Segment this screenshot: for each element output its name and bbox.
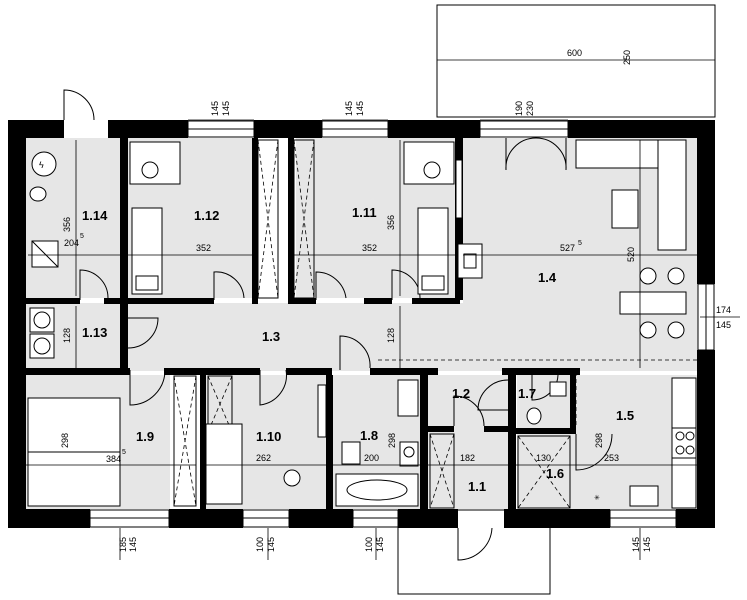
dim-text: 145 xyxy=(355,101,365,116)
dim-text: 100 xyxy=(255,537,265,552)
dim-text: 128 xyxy=(62,328,72,343)
dim-text: 182 xyxy=(460,453,475,463)
room-label-1-7: 1.7 xyxy=(518,386,536,401)
dim-text: 145 xyxy=(221,101,231,116)
dim-text: 128 xyxy=(386,328,396,343)
dim-text: 527 xyxy=(560,243,575,253)
dim-text: 298 xyxy=(60,433,70,448)
svg-text:ϟ: ϟ xyxy=(39,160,44,170)
room-label-1-12: 1.12 xyxy=(194,208,219,223)
dim-text: 145 xyxy=(128,537,138,552)
dim-text: 230 xyxy=(525,101,535,116)
section-lines xyxy=(378,359,698,428)
dim-text: 352 xyxy=(196,243,211,253)
room-label-1-13: 1.13 xyxy=(82,325,107,340)
entrance-step xyxy=(397,509,551,595)
dim-text: 190 xyxy=(514,101,524,116)
dim-text: 262 xyxy=(256,453,271,463)
dim-text: 298 xyxy=(387,433,397,448)
room-label-1-9: 1.9 xyxy=(136,429,154,444)
dim-text: 250 xyxy=(622,50,632,65)
dim-text: 145 xyxy=(375,537,385,552)
dim-text: 600 xyxy=(567,48,582,58)
room-label-1-6: 1.6 xyxy=(546,466,564,481)
furniture: ϟ xyxy=(27,139,697,509)
room-label-1-3: 1.3 xyxy=(262,329,280,344)
dim-text: 100 xyxy=(364,537,374,552)
dim-text: 200 xyxy=(364,453,379,463)
wardrobes xyxy=(173,139,571,509)
svg-text:✳: ✳ xyxy=(594,494,600,502)
dim-text: 145 xyxy=(344,101,354,116)
walls xyxy=(8,120,715,528)
dim-text: 145 xyxy=(631,537,641,552)
dim-text: 352 xyxy=(362,243,377,253)
dimension-lines xyxy=(26,5,740,560)
room-label-1-11: 1.11 xyxy=(352,205,377,220)
room-label-1-14: 1.14 xyxy=(82,208,108,223)
dim-text: 204 xyxy=(64,238,79,248)
dim-text: 5 xyxy=(80,233,84,240)
dim-text: 356 xyxy=(62,217,72,232)
dim-text: 145 xyxy=(716,320,731,330)
dim-text: 253 xyxy=(604,453,619,463)
dim-text: 185 xyxy=(118,537,128,552)
dim-text: 145 xyxy=(642,537,652,552)
dim-text: 130 xyxy=(536,453,551,463)
dim-text: 145 xyxy=(266,537,276,552)
dim-text: 298 xyxy=(594,433,604,448)
dimension-texts: 600 250 145 145 145 145 190 230 356 204 … xyxy=(60,48,731,552)
room-label-1-4: 1.4 xyxy=(538,270,557,285)
dim-text: 520 xyxy=(626,247,636,262)
dim-text: 384 xyxy=(106,454,121,464)
dim-text: 174 xyxy=(716,305,731,315)
room-label-1-8: 1.8 xyxy=(360,428,378,443)
room-label-1-2: 1.2 xyxy=(452,386,470,401)
room-label-1-10: 1.10 xyxy=(256,429,281,444)
terrace xyxy=(436,4,716,118)
room-label-1-1: 1.1 xyxy=(468,479,486,494)
dim-text: 356 xyxy=(386,215,396,230)
dim-text: 145 xyxy=(210,101,220,116)
dim-text: 5 xyxy=(578,240,582,247)
dim-text: 5 xyxy=(122,449,126,456)
windows xyxy=(89,120,715,528)
doors xyxy=(63,89,613,561)
room-labels: 1.14 1.12 1.11 1.4 1.13 1.3 1.9 1.10 1.8… xyxy=(82,205,634,494)
room-label-1-5: 1.5 xyxy=(616,408,634,423)
